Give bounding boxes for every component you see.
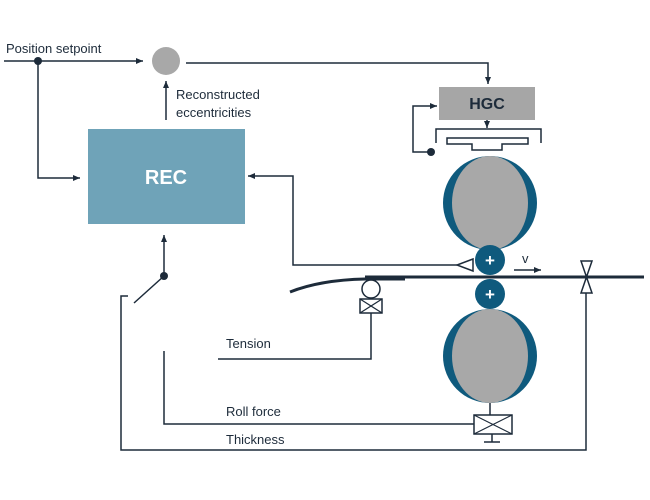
hgc-feedback-line bbox=[412, 103, 437, 153]
reconstructed-label-line1: Reconstructed bbox=[176, 87, 260, 102]
tension-signal-line bbox=[218, 313, 372, 360]
rec-label: REC bbox=[145, 167, 187, 189]
work-roll-plus-icon: + bbox=[485, 285, 495, 304]
position-setpoint-label: Position setpoint bbox=[6, 41, 102, 56]
rec-block[interactable]: REC bbox=[88, 129, 245, 224]
work-roll-plus-icon: + bbox=[485, 251, 495, 270]
lower-backup-roll bbox=[443, 309, 537, 403]
strip-entry bbox=[289, 277, 405, 294]
hgc-label: HGC bbox=[469, 96, 505, 113]
upper-work-roll: + bbox=[475, 245, 505, 275]
thickness-label: Thickness bbox=[226, 432, 285, 447]
reconstructed-label-line2: eccentricities bbox=[176, 105, 252, 120]
velocity-label: v bbox=[522, 251, 529, 266]
hgc-cylinder-frame bbox=[435, 128, 542, 143]
upper-backup-roll bbox=[443, 156, 537, 250]
sum-to-hgc-line bbox=[186, 62, 491, 84]
signal-switch-icon[interactable] bbox=[133, 272, 168, 304]
tension-label: Tension bbox=[226, 336, 271, 351]
setpoint-to-rec-line bbox=[37, 61, 80, 181]
speed-pickup-icon bbox=[454, 257, 474, 273]
thickness-gauge-icon bbox=[579, 260, 594, 294]
summing-point-icon bbox=[152, 47, 180, 75]
thickness-signal-line bbox=[120, 293, 587, 451]
hgc-feedback-junction-icon bbox=[427, 148, 435, 156]
tension-sensor-icon bbox=[359, 279, 383, 314]
roll-force-label: Roll force bbox=[226, 404, 281, 419]
lower-work-roll: + bbox=[475, 279, 505, 309]
force-sensor-icon bbox=[473, 414, 513, 443]
hgc-block[interactable]: HGC bbox=[439, 87, 535, 120]
hgc-piston-icon bbox=[446, 137, 529, 151]
roll-force-signal-line bbox=[163, 351, 474, 425]
pickup-to-rec-line bbox=[248, 173, 457, 266]
